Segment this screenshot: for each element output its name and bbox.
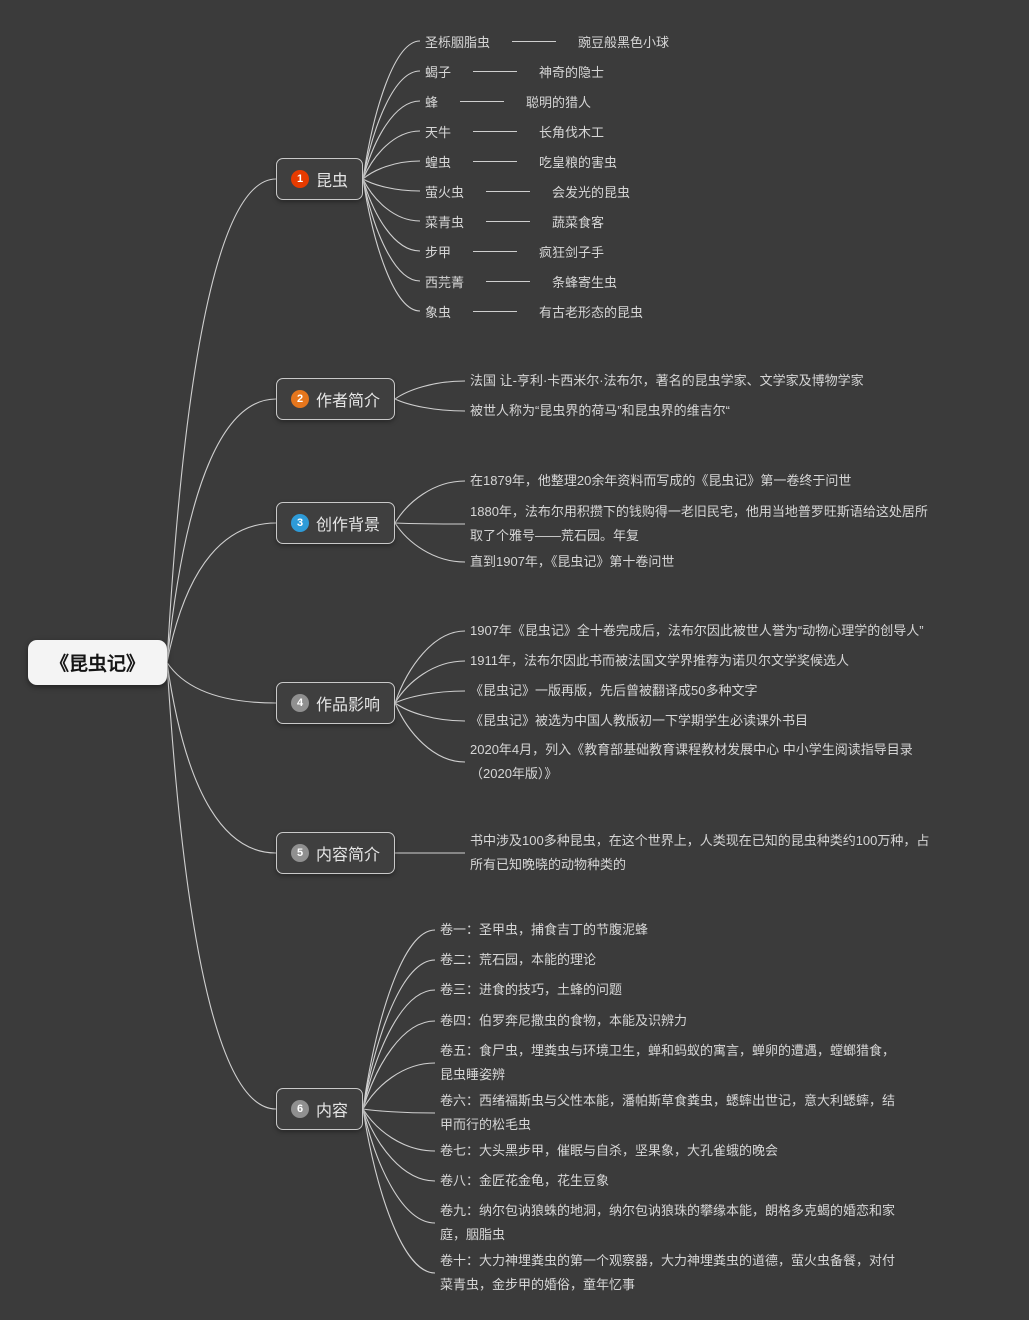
- insect-desc[interactable]: 长角伐木工: [539, 124, 605, 140]
- volume-item[interactable]: 卷二：荒石园，本能的理论: [440, 952, 597, 967]
- detail-item[interactable]: 法国 让-亨利·卡西米尔·法布尔，著名的昆虫学家、文学家及博物学家: [470, 373, 864, 388]
- name-desc-connector: [486, 190, 531, 192]
- branch-node-summary[interactable]: 5 内容简介: [276, 832, 396, 874]
- branch-node-background[interactable]: 3 创作背景: [276, 502, 396, 544]
- detail-item[interactable]: 被世人称为“昆虫界的荷马”和昆虫界的维吉尔“: [470, 403, 730, 418]
- volume-item[interactable]: 卷一：圣甲虫，捕食吉丁的节腹泥蜂: [440, 922, 649, 937]
- insect-desc[interactable]: 条蜂寄生虫: [552, 274, 618, 290]
- volume-item[interactable]: 卷九：纳尔包讷狼蛛的地洞，纳尔包讷狼珠的攀缘本能，朗格多克蝎的婚恋和家庭，胭脂虫: [440, 1203, 896, 1242]
- detail-item[interactable]: 2020年4月，列入《教育部基础教育课程教材发展中心 中小学生阅读指导目录（20…: [470, 742, 913, 781]
- insect-desc[interactable]: 聪明的猎人: [526, 94, 592, 110]
- insect-name[interactable]: 象虫: [425, 304, 452, 320]
- detail-item[interactable]: 1911年，法布尔因此书而被法国文学界推荐为诺贝尔文学奖候选人: [470, 653, 849, 668]
- insect-row: 步甲 疯狂剑子手: [425, 241, 604, 261]
- insect-row: 象虫 有古老形态的昆虫: [425, 301, 643, 321]
- name-desc-connector: [486, 220, 531, 222]
- insect-name[interactable]: 天牛: [425, 124, 452, 140]
- insect-row: 圣栎胭脂虫 豌豆般黑色小球: [425, 31, 669, 51]
- branch-number-badge: 2: [291, 390, 309, 408]
- insect-name[interactable]: 西芫菁: [425, 274, 465, 290]
- branch-label: 昆虫: [316, 173, 349, 190]
- insect-name[interactable]: 菜青虫: [425, 214, 465, 230]
- detail-item[interactable]: 书中涉及100多种昆虫，在这个世界上，人类现在已知的昆虫种类约100万种，占所有…: [470, 833, 930, 872]
- insect-row: 蝗虫 吃皇粮的害虫: [425, 151, 617, 171]
- insect-name[interactable]: 圣栎胭脂虫: [425, 34, 491, 50]
- name-desc-connector: [512, 40, 557, 42]
- insect-name[interactable]: 步甲: [425, 244, 452, 260]
- insect-name[interactable]: 蜂: [425, 94, 439, 110]
- insect-name[interactable]: 蝗虫: [425, 154, 452, 170]
- insect-desc[interactable]: 豌豆般黑色小球: [578, 34, 670, 50]
- branch-number-badge: 3: [291, 514, 309, 532]
- insect-row: 天牛 长角伐木工: [425, 121, 604, 141]
- branch-number-badge: 5: [291, 844, 309, 862]
- branch-number-badge: 6: [291, 1100, 309, 1118]
- insect-desc[interactable]: 有古老形态的昆虫: [539, 304, 644, 320]
- insect-desc[interactable]: 神奇的隐士: [539, 64, 605, 80]
- branch-number-badge: 4: [291, 694, 309, 712]
- volume-item[interactable]: 卷七：大头黑步甲，催眠与自杀，坚果象，大孔雀蛾的晚会: [440, 1143, 779, 1158]
- branch-node-author[interactable]: 2 作者简介: [276, 378, 396, 420]
- volume-item[interactable]: 卷十：大力神埋粪虫的第一个观察器，大力神埋粪虫的道德，萤火虫备餐，对付菜青虫，金…: [440, 1253, 896, 1292]
- detail-item[interactable]: 直到1907年，《昆虫记》第十卷问世: [470, 554, 675, 569]
- insect-desc[interactable]: 蔬菜食客: [552, 214, 605, 230]
- volume-item[interactable]: 卷三：进食的技巧，土蜂的问题: [440, 982, 623, 997]
- detail-item[interactable]: 《昆虫记》被选为中国人教版初一下学期学生必读课外书目: [470, 713, 809, 728]
- volume-item[interactable]: 卷五：食尸虫，埋粪虫与环境卫生，蝉和蚂蚁的寓言，蝉卵的遭遇，螳螂猎食，昆虫睡姿辨: [440, 1043, 896, 1082]
- insect-name[interactable]: 萤火虫: [425, 184, 465, 200]
- insect-row: 蜂 聪明的猎人: [425, 91, 591, 111]
- branch-number-badge: 1: [291, 170, 309, 188]
- name-desc-connector: [460, 100, 505, 102]
- name-desc-connector: [486, 280, 531, 282]
- name-desc-connector: [473, 310, 518, 312]
- branch-label: 创作背景: [316, 517, 381, 534]
- insect-desc[interactable]: 吃皇粮的害虫: [539, 154, 618, 170]
- root-label: 《昆虫记》: [50, 654, 146, 675]
- insect-name[interactable]: 蝎子: [425, 64, 452, 80]
- insect-desc[interactable]: 会发光的昆虫: [552, 184, 631, 200]
- branch-node-insects[interactable]: 1 昆虫: [276, 158, 364, 200]
- volume-item[interactable]: 卷六：西绪福斯虫与父性本能，潘帕斯草食粪虫，蟋蟀出世记，意大利蟋蟀，结甲而行的松…: [440, 1093, 896, 1132]
- detail-item[interactable]: 1880年，法布尔用积攒下的钱购得一老旧民宅，他用当地普罗旺斯语给这处居所取了个…: [470, 504, 928, 543]
- branch-node-influence[interactable]: 4 作品影响: [276, 682, 396, 724]
- insect-row: 西芫菁 条蜂寄生虫: [425, 271, 617, 291]
- detail-item[interactable]: 在1879年，他整理20余年资料而写成的《昆虫记》第一卷终于问世: [470, 473, 852, 488]
- branch-label: 内容: [316, 1103, 349, 1120]
- insect-row: 蝎子 神奇的隐士: [425, 61, 604, 81]
- insect-row: 萤火虫 会发光的昆虫: [425, 181, 630, 201]
- branch-label: 作品影响: [316, 697, 381, 714]
- insect-row: 菜青虫 蔬菜食客: [425, 211, 604, 231]
- detail-item[interactable]: 1907年《昆虫记》全十卷完成后，法布尔因此被世人誉为“动物心理学的创导人”: [470, 623, 924, 638]
- volume-item[interactable]: 卷八：金匠花金龟，花生豆象: [440, 1173, 610, 1188]
- name-desc-connector: [473, 130, 518, 132]
- detail-item[interactable]: 《昆虫记》一版再版，先后曾被翻译成50多种文字: [470, 683, 758, 698]
- branch-label: 内容简介: [316, 847, 381, 864]
- branch-node-contents[interactable]: 6 内容: [276, 1088, 364, 1130]
- name-desc-connector: [473, 250, 518, 252]
- branch-label: 作者简介: [316, 393, 381, 410]
- root-node[interactable]: 《昆虫记》: [28, 640, 168, 685]
- insect-desc[interactable]: 疯狂剑子手: [539, 244, 605, 260]
- name-desc-connector: [473, 70, 518, 72]
- volume-item[interactable]: 卷四：伯罗奔尼撒虫的食物，本能及识辨力: [440, 1013, 688, 1028]
- name-desc-connector: [473, 160, 518, 162]
